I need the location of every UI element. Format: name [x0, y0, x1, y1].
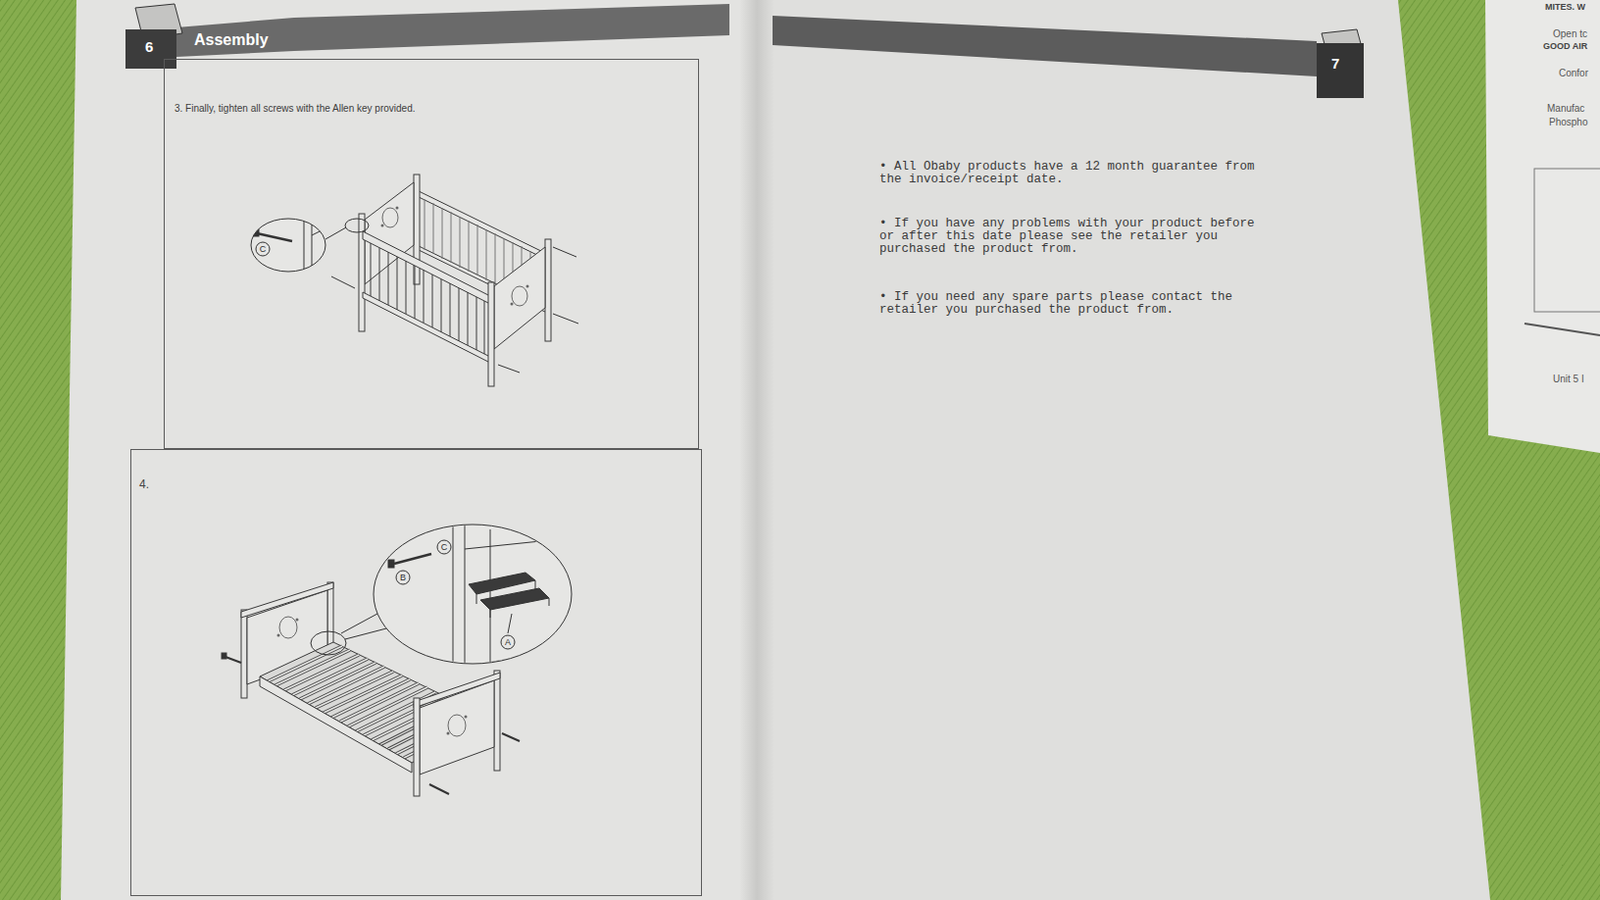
bed-illustration	[494, 670, 500, 771]
booklet-pages	[756, 0, 1491, 900]
zoom-detail	[373, 509, 579, 687]
zoom-detail	[437, 540, 451, 554]
step-number: 4.	[139, 477, 150, 492]
guarantee-note: • All Obaby products have a 12 month gua…	[879, 160, 1272, 187]
zoom-detail	[500, 635, 515, 650]
sheet-fragment: GOOD AIR	[1543, 42, 1588, 51]
bed-illustration	[296, 618, 300, 622]
sheet-fragment: Open tc	[1552, 29, 1588, 40]
cot-illustration	[331, 247, 579, 373]
cot-illustration	[511, 286, 528, 306]
cot-illustration	[510, 302, 514, 306]
page-header-band	[125, 29, 177, 69]
booklet-pages	[740, 0, 774, 900]
cot-illustration	[362, 292, 491, 363]
zoom-detail	[388, 559, 395, 568]
cot-illustration	[362, 231, 491, 304]
bed-illustration	[279, 616, 298, 639]
cot-illustration	[494, 247, 546, 350]
bed-illustration	[225, 656, 520, 795]
zoom-detail	[303, 217, 328, 275]
zoom-detail	[394, 553, 432, 564]
cot-illustration	[325, 227, 347, 240]
cot-illustration	[526, 285, 530, 289]
bed-illustration	[277, 634, 281, 638]
cot-illustration	[345, 218, 369, 233]
cot-illustration	[370, 243, 485, 354]
step-instruction: 3. Finally, tighten all screws with the …	[174, 102, 416, 114]
bed-illustration	[448, 714, 466, 737]
booklet-pages	[60, 0, 1491, 900]
bed-illustration	[419, 680, 495, 775]
bed-illustration	[447, 732, 450, 736]
page-number: 6	[145, 38, 153, 55]
bed-illustration	[241, 582, 334, 618]
right-sheet	[1485, 0, 1600, 453]
sheet-fragment: MITES. W	[1545, 2, 1586, 12]
cot-illustration	[416, 190, 550, 261]
bed-illustration	[259, 676, 412, 773]
zoom-detail	[388, 509, 579, 687]
zoom-detail	[250, 218, 326, 272]
sheet-fragment: Phospho	[1549, 117, 1588, 128]
zoom-detail	[480, 588, 550, 610]
page-number: 7	[1331, 54, 1340, 72]
zoom-detail	[507, 613, 512, 634]
page-number-tab: 7	[1303, 35, 1377, 104]
section-title: Assembly	[194, 31, 269, 50]
zoom-detail	[373, 524, 572, 664]
sheet-fragment: Manufac	[1547, 103, 1585, 114]
zoom-detail	[464, 529, 579, 677]
page-header-band	[772, 15, 1317, 77]
zoom-detail	[252, 217, 328, 275]
bed-illustration	[221, 652, 227, 659]
callout-letter: A	[504, 638, 511, 648]
cot-illustration	[545, 239, 551, 342]
cot-illustration	[382, 207, 399, 228]
cot-illustration	[488, 282, 495, 387]
zoom-detail	[255, 242, 270, 256]
guarantee-note: • If you have any problems with your pro…	[879, 217, 1272, 256]
booklet-pages	[60, 0, 759, 900]
callout-letter: C	[441, 543, 449, 552]
bed-illustration	[464, 715, 468, 719]
zoom-detail	[396, 570, 410, 585]
page-header-band	[1316, 43, 1364, 99]
right-sheet	[1485, 0, 1600, 453]
bed-illustration	[413, 698, 420, 797]
cot-illustration	[325, 174, 579, 387]
zoom-detail	[250, 217, 328, 275]
callout-letter: C	[259, 245, 267, 254]
zoom-detail	[476, 580, 550, 618]
cot-illustration	[396, 206, 400, 210]
bed-illustration	[413, 672, 500, 708]
callout-letter: B	[400, 573, 406, 583]
page-header-band	[772, 15, 1364, 99]
header-band: 6 Assembly	[125, 7, 734, 71]
guarantee-note: • If you need any spare parts please con…	[879, 291, 1272, 317]
bed-illustration	[310, 631, 347, 655]
bed-illustration	[241, 609, 248, 699]
sheet-fragment: Confor	[1558, 68, 1589, 79]
zoom-detail	[452, 509, 465, 687]
cot-illustration	[381, 224, 385, 228]
zoom-detail	[256, 233, 293, 242]
right-sheet	[1534, 168, 1600, 312]
right-sheet	[1524, 323, 1600, 336]
zoom-detail	[252, 229, 259, 237]
step-panel: 3. Finally, tighten all screws with the …	[163, 58, 700, 450]
sheet-fragment: Unit 5 I	[1552, 374, 1585, 385]
page-header-band	[176, 3, 730, 57]
step-panel: 4.	[130, 449, 702, 897]
